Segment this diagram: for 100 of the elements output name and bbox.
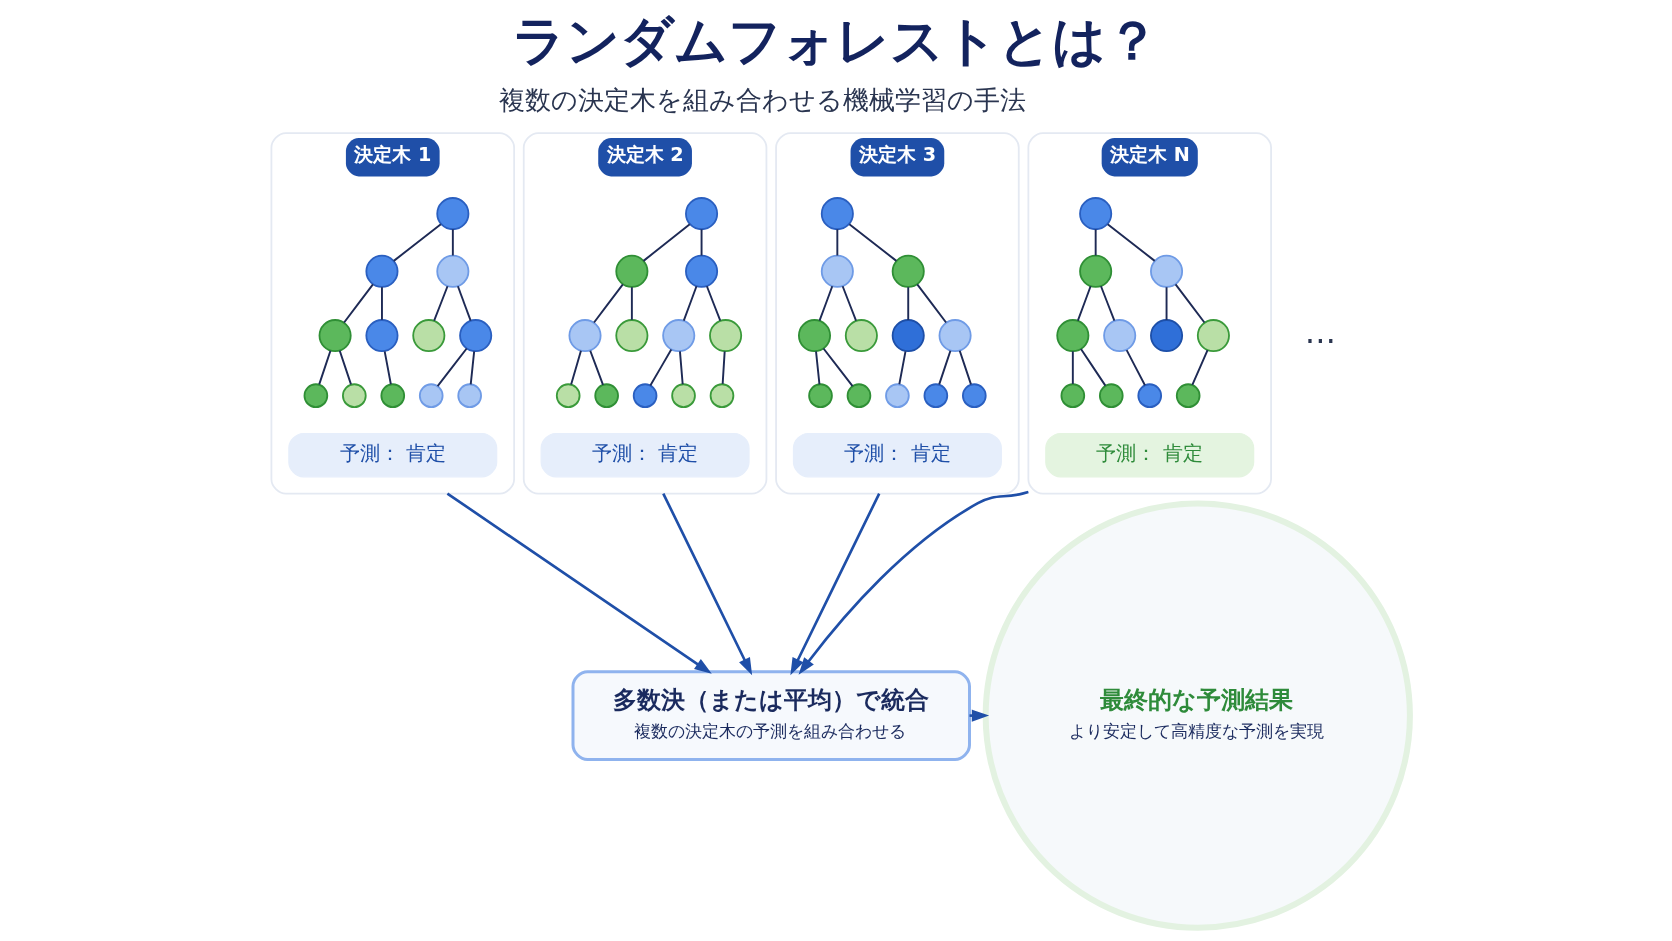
connector xyxy=(436,347,468,388)
node-circle xyxy=(709,383,735,408)
connector xyxy=(343,283,374,324)
node-circle xyxy=(594,383,619,408)
connector xyxy=(1165,286,1168,321)
node-circle xyxy=(685,254,719,288)
connector xyxy=(1174,283,1206,324)
node-circle xyxy=(459,319,493,353)
node-box: 予測： 肯定 xyxy=(288,432,498,478)
connector xyxy=(1076,285,1092,322)
node-circle xyxy=(891,319,925,353)
node-circle: 最終的な予測結果 より安定して高精度な予測を実現 xyxy=(982,500,1413,931)
node-circle xyxy=(457,383,482,408)
node-circle xyxy=(303,383,329,408)
node-circle xyxy=(1079,254,1113,288)
connector xyxy=(898,350,907,386)
node-circle xyxy=(380,383,406,408)
node-circle xyxy=(709,319,743,353)
connector xyxy=(1094,228,1097,257)
arrow xyxy=(662,493,753,676)
connector xyxy=(721,350,726,385)
node-circle xyxy=(1196,319,1230,353)
arrow xyxy=(798,490,1029,675)
connector xyxy=(1080,348,1107,387)
arrow xyxy=(446,492,712,674)
connector xyxy=(318,349,332,386)
node-circle xyxy=(808,383,833,408)
node-circle xyxy=(615,319,649,353)
connector xyxy=(958,349,972,386)
connector xyxy=(630,286,633,321)
node-box: 予測： 肯定 xyxy=(792,432,1002,478)
node-circle xyxy=(632,383,658,408)
label: 複数の決定木を組み合わせる機械学習の手法 xyxy=(499,83,1027,115)
node-circle xyxy=(938,319,972,353)
connector xyxy=(938,349,952,386)
node-circle xyxy=(685,197,719,231)
node-circle xyxy=(436,197,470,231)
arrow xyxy=(790,493,881,676)
node-circle xyxy=(615,254,649,288)
node-circle xyxy=(1060,383,1086,408)
connector xyxy=(841,285,857,322)
connector xyxy=(338,349,352,386)
node-circle xyxy=(844,319,878,353)
connector xyxy=(392,223,442,262)
node-circle xyxy=(318,319,352,353)
node-box: 予測： 肯定 xyxy=(540,432,750,478)
connector xyxy=(836,228,839,257)
connector xyxy=(1100,285,1116,322)
node-circle xyxy=(568,319,602,353)
node-box: 予測： 肯定 xyxy=(1045,432,1255,478)
label: … xyxy=(1304,314,1336,351)
node-circle xyxy=(418,383,444,408)
connector xyxy=(383,350,392,386)
node-circle xyxy=(962,383,987,408)
connector xyxy=(642,223,691,262)
node-circle xyxy=(923,383,949,408)
connector xyxy=(907,286,910,321)
connector xyxy=(1191,349,1209,386)
node-circle xyxy=(342,383,367,408)
connector xyxy=(570,349,582,386)
node-circle xyxy=(1137,383,1163,408)
node-circle xyxy=(436,254,470,288)
node-circle xyxy=(798,319,831,353)
node-circle xyxy=(891,254,925,288)
node-circle xyxy=(846,383,872,408)
node-circle xyxy=(1150,319,1184,353)
diagram-title: ランダムフォレストとは？ xyxy=(511,9,1159,71)
node-circle xyxy=(885,383,910,408)
node-circle xyxy=(671,383,696,408)
connector xyxy=(589,349,604,386)
connector xyxy=(815,350,821,386)
connector xyxy=(381,286,383,321)
connector xyxy=(682,285,698,322)
connector xyxy=(1071,350,1074,385)
node-circle xyxy=(1103,319,1137,353)
connector xyxy=(1106,223,1156,262)
node-circle xyxy=(662,319,696,353)
connector xyxy=(469,350,476,386)
node-circle xyxy=(1079,197,1113,231)
node-circle xyxy=(1150,254,1184,288)
connector xyxy=(848,223,898,262)
connector xyxy=(679,350,684,386)
node-circle xyxy=(1175,383,1201,408)
connector xyxy=(1125,349,1146,387)
connector xyxy=(822,347,854,388)
connector xyxy=(433,285,449,322)
connector xyxy=(451,228,454,257)
node-circle xyxy=(412,319,446,353)
node-circle xyxy=(365,319,399,353)
connector xyxy=(649,348,673,387)
node-circle xyxy=(820,197,854,231)
connector xyxy=(456,285,472,322)
node-circle xyxy=(1098,383,1124,408)
node-circle xyxy=(555,383,581,408)
node-circle xyxy=(1056,319,1090,353)
connector xyxy=(818,285,834,322)
connector xyxy=(705,285,722,322)
node-circle xyxy=(820,254,854,288)
connector xyxy=(700,228,703,257)
node-circle xyxy=(365,254,399,288)
